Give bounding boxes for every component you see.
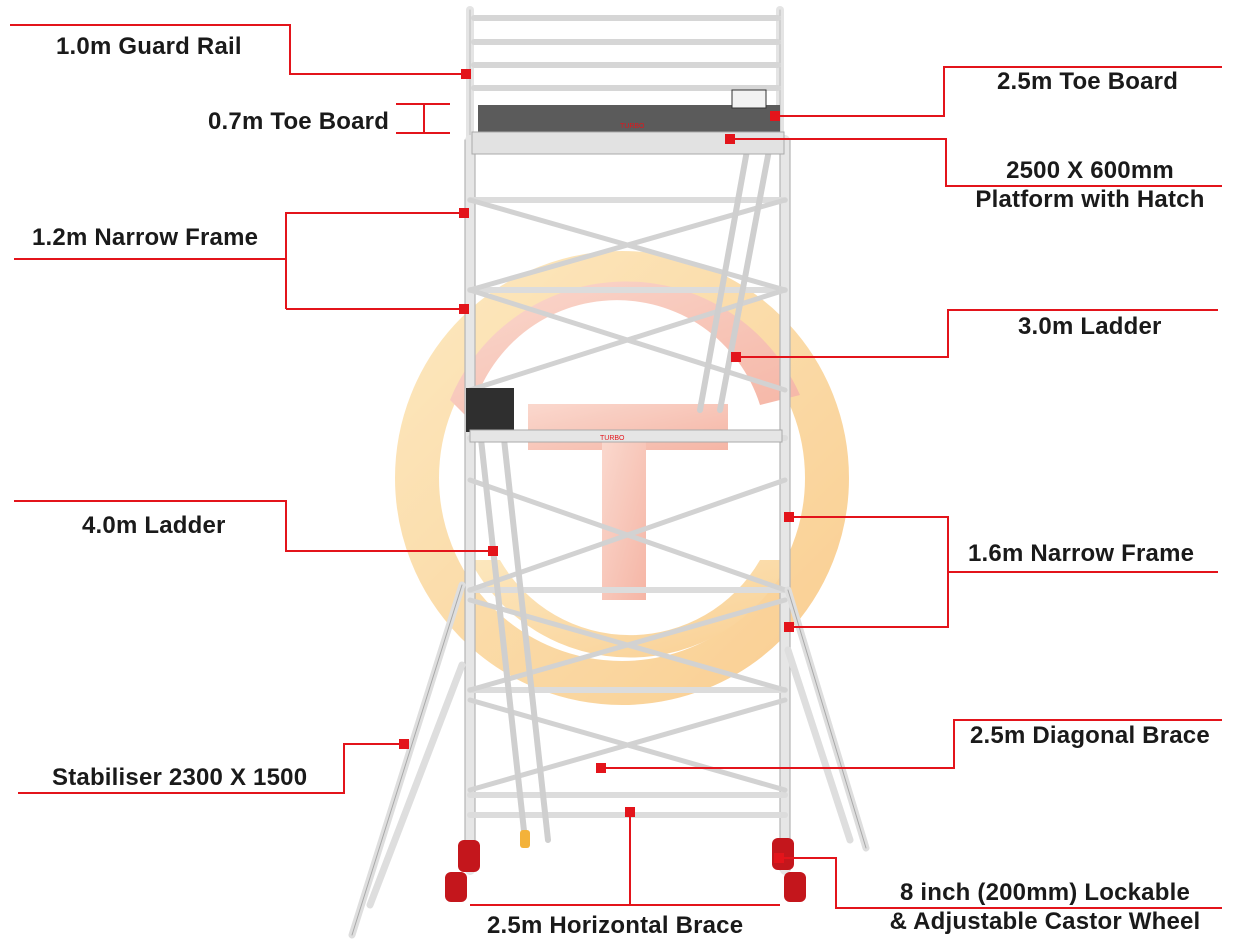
label-castor-line2: & Adjustable Castor Wheel: [889, 908, 1201, 935]
label-toe-board-short: 0.7m Toe Board: [208, 108, 390, 135]
hatch-platform: TURBO: [466, 388, 783, 443]
scaffold-tower: [348, 6, 870, 939]
frame-brand-text: TURBO: [600, 435, 625, 442]
label-diagonal-brace: 2.5m Diagonal Brace: [970, 722, 1210, 749]
platform-brand-text: TURBO: [620, 123, 645, 130]
callout-markers: [399, 69, 794, 863]
label-platform-line1: 2500 X 600mm: [1006, 157, 1174, 184]
label-narrow-frame-12: 1.2m Narrow Frame: [32, 224, 259, 251]
label-platform-line2: Platform with Hatch: [975, 186, 1205, 213]
callout-lines: [10, 24, 1222, 909]
label-stabiliser: Stabiliser 2300 X 1500: [52, 764, 308, 791]
label-ladder-40: 4.0m Ladder: [82, 512, 226, 539]
label-ladder-30: 3.0m Ladder: [1018, 313, 1162, 340]
label-horizontal-brace: 2.5m Horizontal Brace: [487, 912, 744, 939]
label-guard-rail: 1.0m Guard Rail: [56, 33, 242, 60]
watermark-logo: [395, 251, 849, 705]
castor-wheels: [445, 830, 806, 902]
label-narrow-frame-16: 1.6m Narrow Frame: [968, 540, 1195, 567]
label-toe-board-long: 2.5m Toe Board: [997, 68, 1179, 95]
upper-platform: TURBO: [471, 89, 785, 155]
label-castor-line1: 8 inch (200mm) Lockable: [899, 879, 1191, 906]
